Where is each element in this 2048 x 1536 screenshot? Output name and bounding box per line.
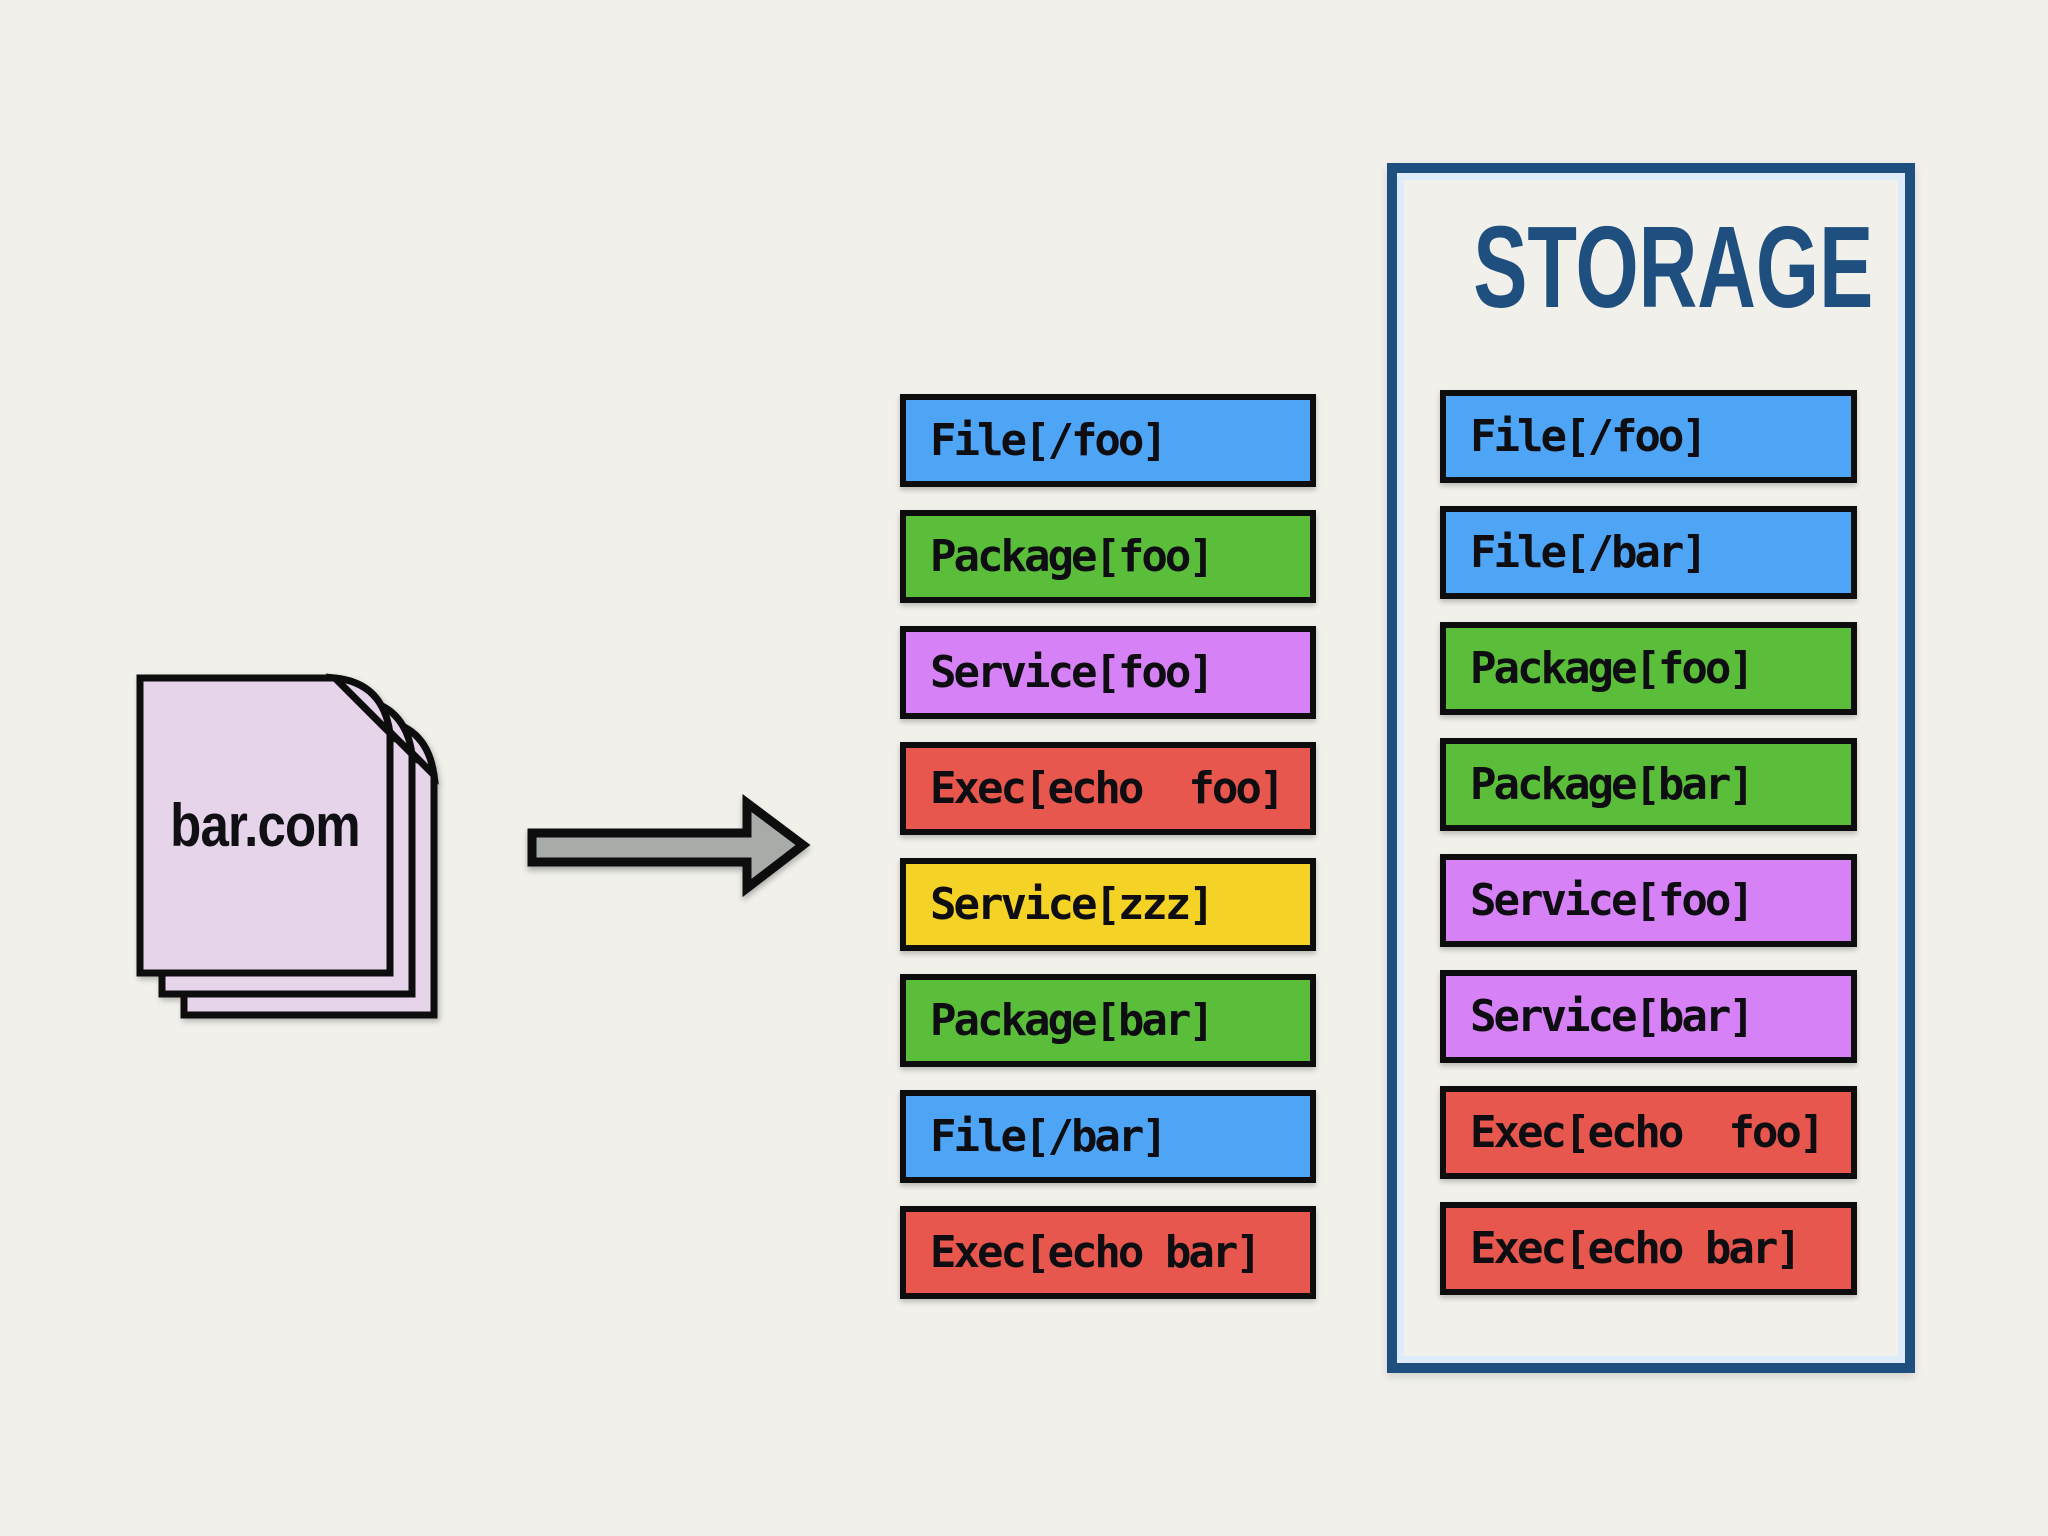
manifest-item: File[/foo] — [900, 394, 1316, 487]
storage-item: File[/foo] — [1440, 390, 1857, 483]
manifest-item-label: Service[foo] — [930, 647, 1215, 698]
storage-item: File[/bar] — [1440, 506, 1857, 599]
manifest-item-label: File[/foo] — [930, 415, 1168, 466]
arrow-right-icon — [527, 794, 811, 898]
document-stack-icon — [136, 673, 439, 1019]
manifest-item: Service[foo] — [900, 626, 1316, 719]
manifest-item-label: Package[foo] — [930, 531, 1215, 582]
storage-item-label: File[/bar] — [1470, 527, 1708, 578]
storage-item-label: Service[foo] — [1470, 875, 1755, 926]
storage-item: Service[bar] — [1440, 970, 1857, 1063]
manifest-item-label: Exec[echo foo] — [930, 763, 1285, 814]
storage-item-label: File[/foo] — [1470, 411, 1708, 462]
manifest-item: Exec[echo foo] — [900, 742, 1316, 835]
storage-item: Exec[echo foo] — [1440, 1086, 1857, 1179]
storage-item-label: Service[bar] — [1470, 991, 1755, 1042]
manifest-resource-list: File[/foo] Package[foo] Service[foo] Exe… — [900, 394, 1316, 1299]
manifest-item: Service[zzz] — [900, 858, 1316, 951]
manifest-item: Exec[echo bar] — [900, 1206, 1316, 1299]
document-label: bar.com — [170, 792, 360, 859]
storage-item: Exec[echo bar] — [1440, 1202, 1857, 1295]
storage-item: Package[bar] — [1440, 738, 1857, 831]
manifest-item-label: Service[zzz] — [930, 879, 1215, 930]
manifest-item: Package[bar] — [900, 974, 1316, 1067]
manifest-item: Package[foo] — [900, 510, 1316, 603]
storage-item-label: Package[bar] — [1470, 759, 1755, 810]
manifest-item-label: Exec[echo bar] — [930, 1227, 1262, 1278]
manifest-item-label: Package[bar] — [930, 995, 1215, 1046]
storage-item-label: Exec[echo foo] — [1470, 1107, 1825, 1158]
storage-resource-list: File[/foo] File[/bar] Package[foo] Packa… — [1440, 390, 1857, 1295]
storage-title: STORAGE — [1473, 202, 1874, 332]
manifest-item-label: File[/bar] — [930, 1111, 1168, 1162]
storage-item: Package[foo] — [1440, 622, 1857, 715]
storage-item-label: Package[foo] — [1470, 643, 1755, 694]
manifest-item: File[/bar] — [900, 1090, 1316, 1183]
storage-container: STORAGE File[/foo] File[/bar] Package[fo… — [1387, 163, 1915, 1373]
storage-item: Service[foo] — [1440, 854, 1857, 947]
storage-item-label: Exec[echo bar] — [1470, 1223, 1802, 1274]
